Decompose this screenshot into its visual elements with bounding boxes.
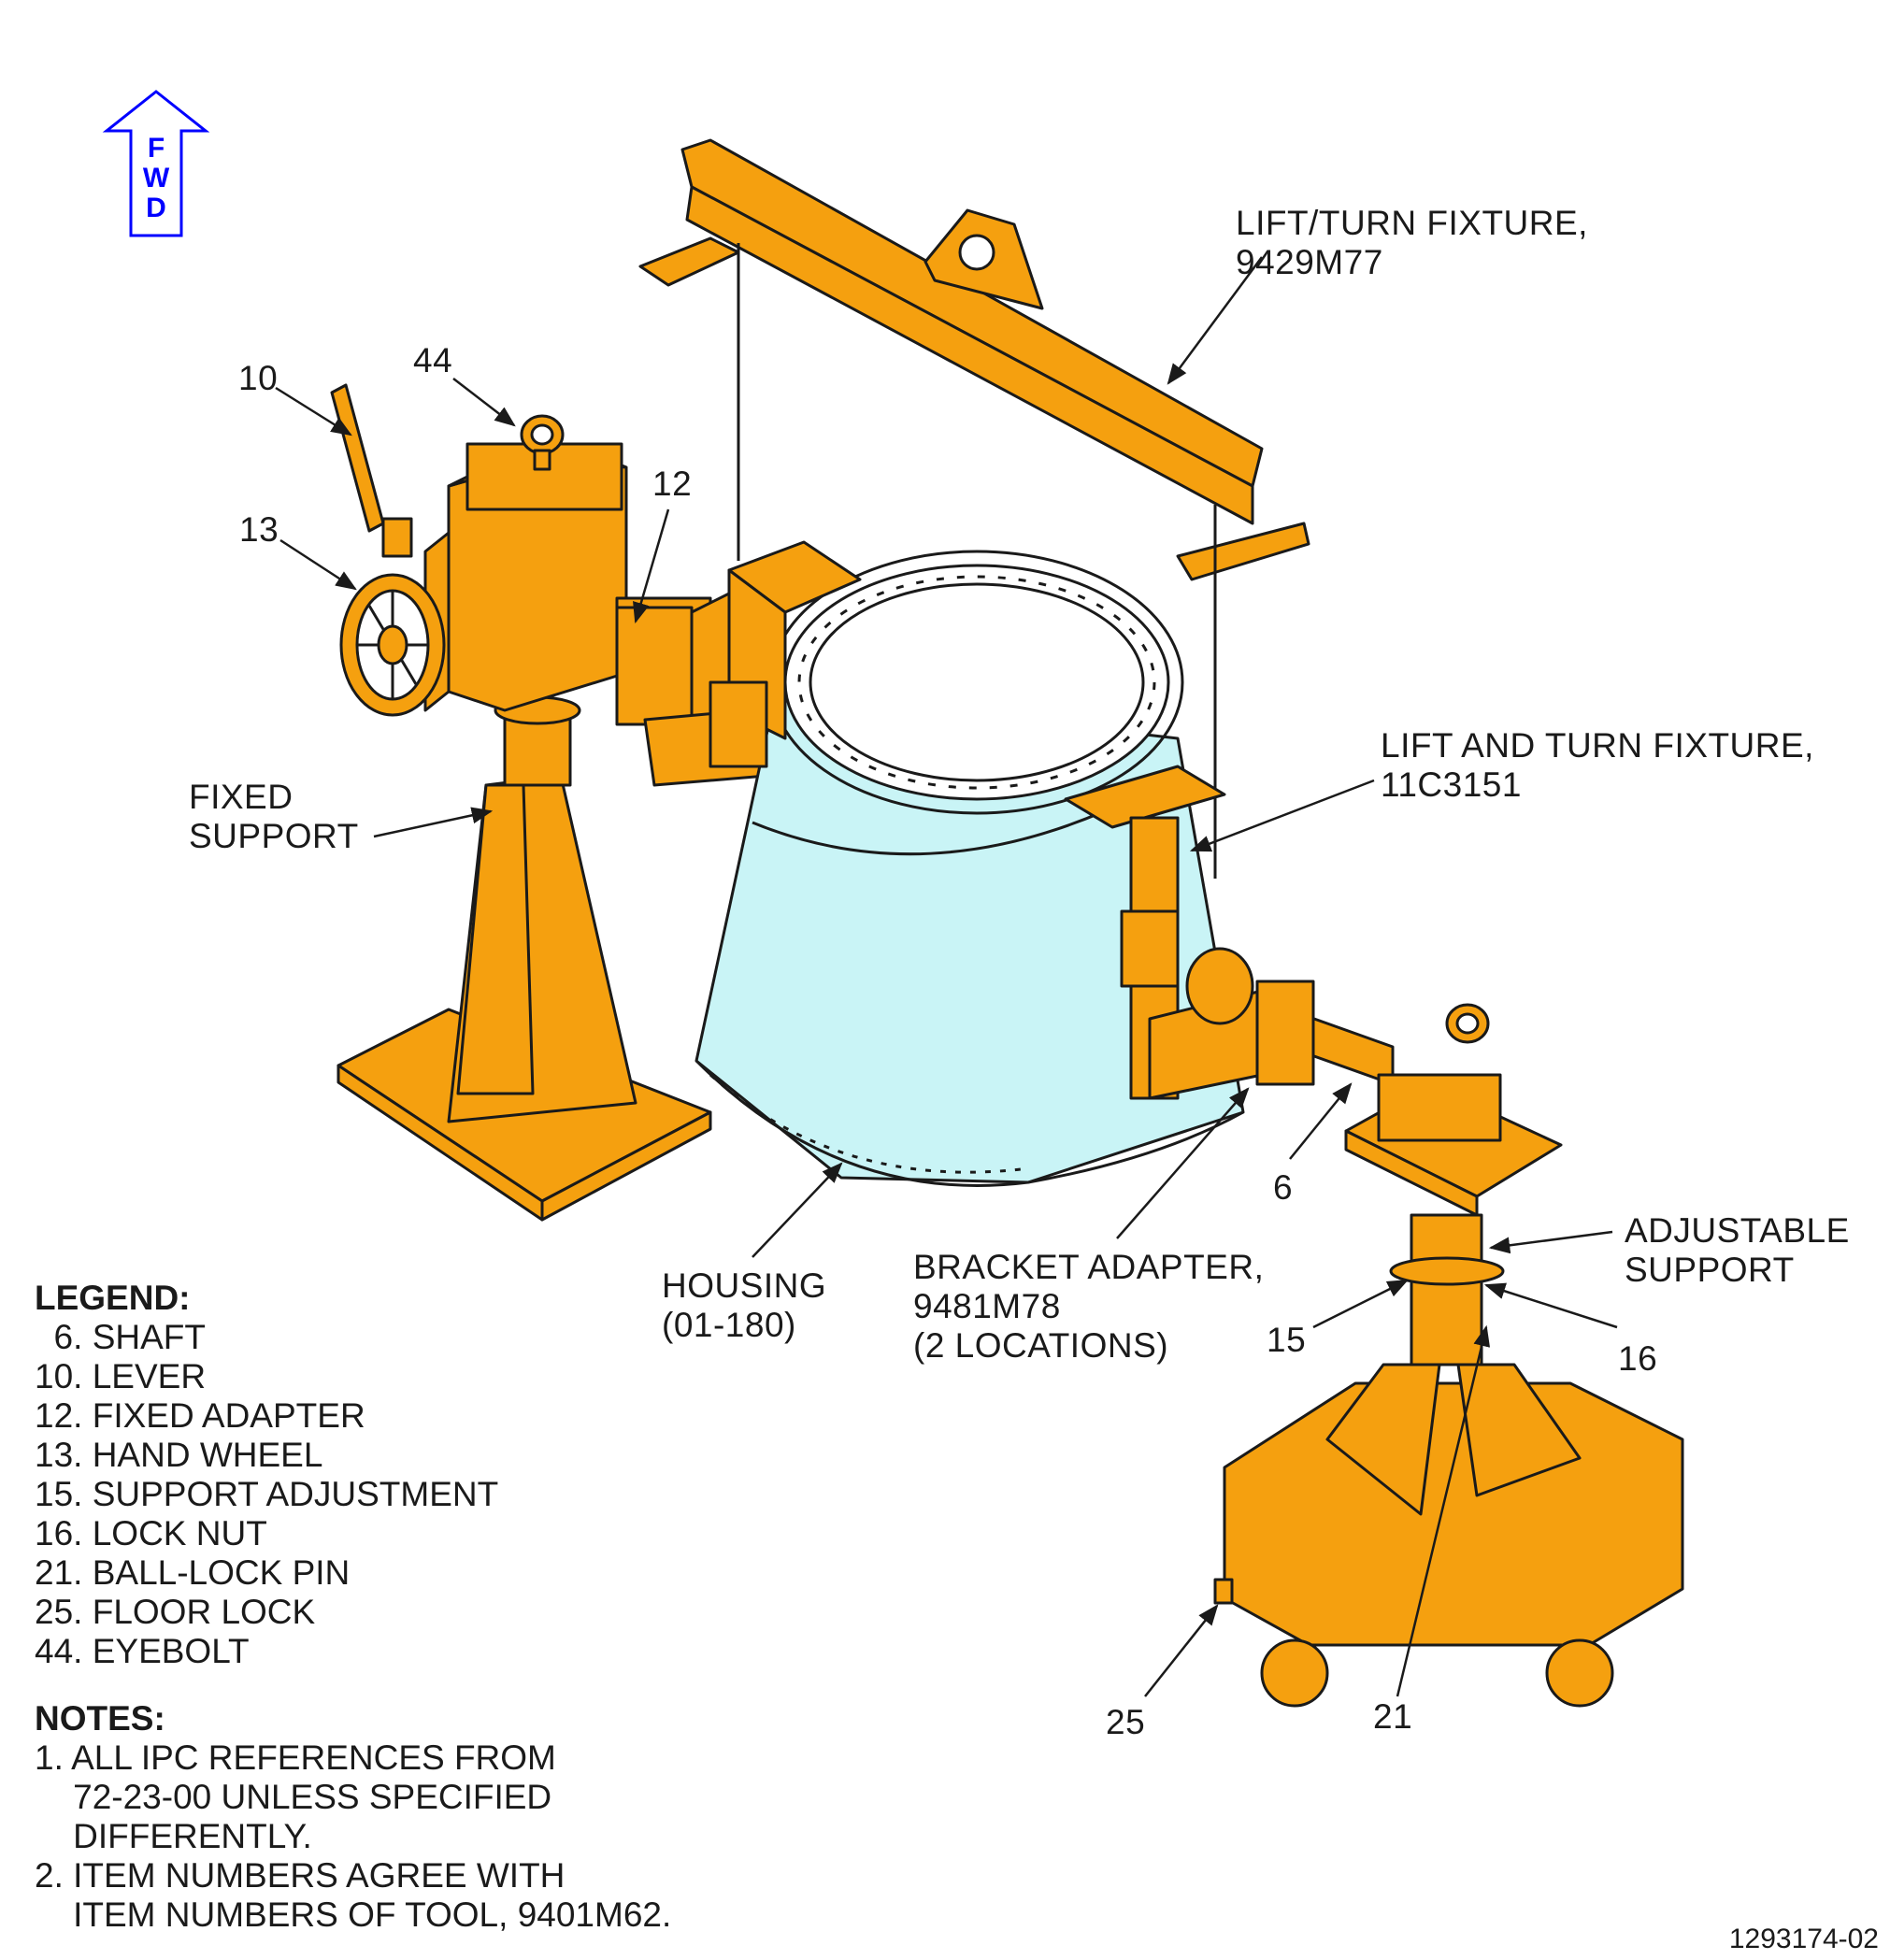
legend-item: 16. LOCK NUT [35,1514,267,1552]
leader-lines [275,256,1618,1697]
fixed-support [336,695,712,1222]
label-item-16: 16 [1618,1339,1658,1378]
label-lift-turn-fixture: LIFT/TURN FIXTURE, 9429M77 [1236,204,1588,281]
label-item-25: 25 [1106,1703,1146,1741]
notes-title: NOTES: [35,1699,165,1738]
legend-title: LEGEND: [35,1279,191,1317]
label-lift-and-turn-fixture: LIFT AND TURN FIXTURE, 11C3151 [1381,726,1814,804]
notes: NOTES: 1. ALL IPC REFERENCES FROM 72-23-… [35,1699,671,1935]
fwd-letter-f: F [148,133,165,164]
legend-item: 25. FLOOR LOCK [35,1593,316,1631]
legend-item: 15. SUPPORT ADJUSTMENT [35,1475,499,1513]
label-housing: HOUSING (01-180) [662,1266,827,1344]
label-bracket-adapter: BRACKET ADAPTER, 9481M78 (2 LOCATIONS) [913,1248,1265,1365]
figure-number: 1293174-02 [1728,1924,1879,1954]
fwd-letter-w: W [143,163,170,193]
legend-item: 21. BALL-LOCK PIN [35,1553,351,1592]
label-adjustable-support: ADJUSTABLE SUPPORT [1625,1211,1850,1289]
label-item-6: 6 [1273,1168,1294,1207]
hand-wheel [339,573,446,717]
bracket-adapter-left [709,540,862,768]
label-item-21: 21 [1373,1697,1413,1736]
label-fixed-support: FIXED SUPPORT [189,778,359,855]
label-item-10: 10 [238,359,279,397]
bracket-adapter-right [1064,765,1264,1100]
lever [330,383,413,558]
label-item-12: 12 [652,465,693,503]
label-item-13: 13 [239,510,279,549]
legend: LEGEND: 6. SHAFT 10. LEVER 12. FIXED ADA… [35,1279,498,1671]
fwd-letter-d: D [146,193,166,223]
legend-item: 13. HAND WHEEL [35,1436,323,1474]
shaft-6 [1255,980,1395,1086]
note-line: 1. ALL IPC REFERENCES FROM [35,1738,556,1777]
label-item-15: 15 [1267,1321,1307,1359]
lift-turn-beam [638,138,1310,581]
label-item-44: 44 [413,341,453,379]
legend-item: 6. SHAFT [35,1318,206,1356]
adjustable-support [1213,1003,1684,1708]
note-line: ITEM NUMBERS OF TOOL, 9401M62. [35,1896,672,1934]
note-line: 72-23-00 UNLESS SPECIFIED [35,1778,552,1816]
fwd-arrow-icon: F W D [102,90,210,237]
legend-item: 44. EYEBOLT [35,1632,250,1670]
note-line: 2. ITEM NUMBERS AGREE WITH [35,1856,566,1895]
eyebolt-44 [520,414,565,471]
legend-item: 10. LEVER [35,1357,207,1395]
legend-item: 12. FIXED ADAPTER [35,1396,365,1435]
note-line: DIFFERENTLY. [35,1817,312,1855]
